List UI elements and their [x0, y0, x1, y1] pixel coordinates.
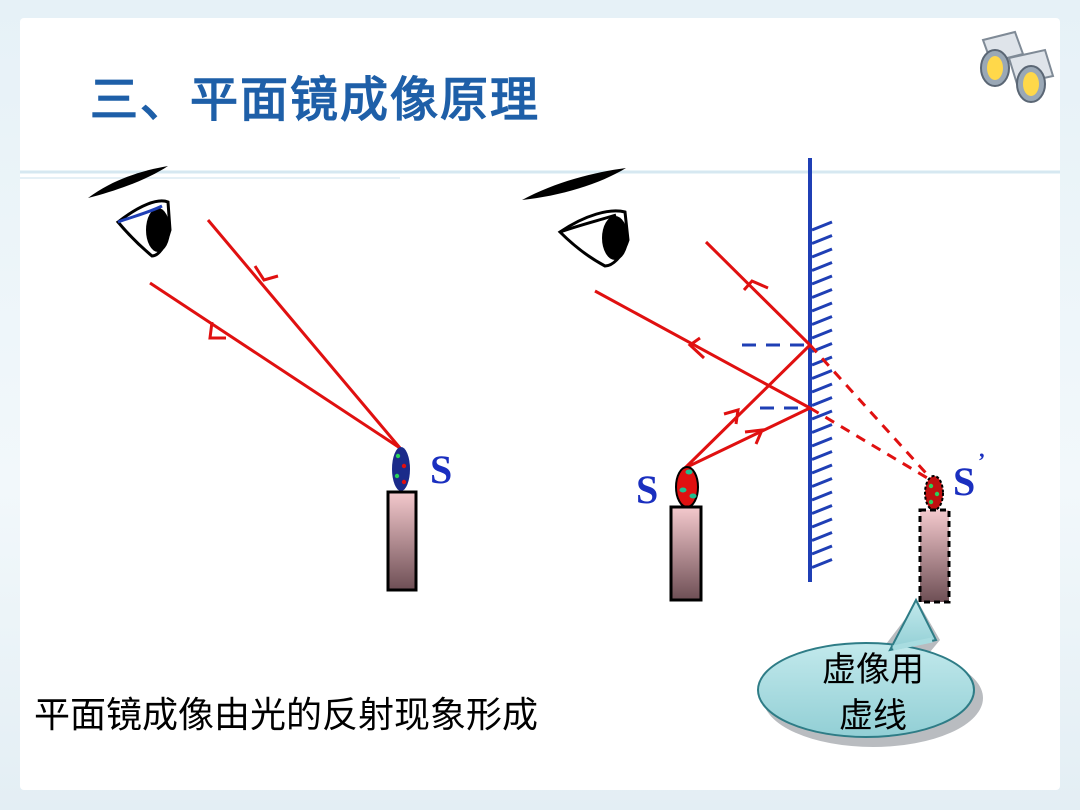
callout-line-1: 虚像用 — [822, 650, 924, 690]
callout-line-2: 虚线 — [839, 696, 907, 736]
right-candle-icon — [669, 466, 703, 602]
mirror-hatch-mark — [811, 558, 833, 569]
mirror-hatch-mark — [811, 220, 833, 232]
mirror-hatch-mark — [811, 274, 833, 286]
virtual-image-candle-icon — [918, 475, 951, 604]
binoculars-icon — [980, 30, 1055, 103]
mirror-hatch-mark — [811, 247, 833, 259]
mirror-hatch-mark — [811, 288, 833, 299]
image-label-prime: ’ — [978, 448, 986, 473]
mirror-hatch-mark — [811, 477, 833, 488]
right-eye-icon — [522, 168, 630, 268]
mirror-hatch-mark — [811, 261, 833, 272]
mirror-hatch-mark — [811, 409, 833, 421]
virtual-rays — [808, 343, 936, 484]
mirror-hatch-mark — [811, 369, 833, 380]
normal-lines — [742, 343, 810, 410]
mirror-hatch-mark — [811, 234, 833, 245]
mirror-hatch-mark — [811, 382, 833, 394]
mirror-hatch-mark — [811, 423, 833, 434]
mirror-hatch-mark — [811, 355, 833, 367]
mirror-hatch-mark — [811, 517, 833, 529]
mirror-hatch-mark — [811, 315, 833, 326]
mirror-hatch-mark — [811, 450, 833, 461]
source-label-left: S — [430, 447, 453, 492]
decor-lines — [20, 170, 1060, 179]
left-candle-icon — [386, 447, 418, 592]
slide-title: 三、平面镜成像原理 — [90, 72, 541, 128]
callout-text: 虚像用 虚线 — [788, 647, 958, 739]
mirror-hatch-mark — [811, 301, 833, 313]
image-label: S — [953, 459, 976, 504]
mirror-hatch-mark — [811, 463, 833, 475]
slide-caption: 平面镜成像由光的反射现象形成 — [34, 695, 539, 736]
mirror-hatch-mark — [811, 531, 833, 542]
mirror-hatching — [811, 220, 833, 569]
left-rays — [149, 219, 402, 450]
mirror-hatch-mark — [811, 544, 833, 556]
mirror-hatch-mark — [811, 490, 833, 502]
right-rays — [594, 240, 812, 470]
left-eye-icon — [88, 166, 172, 258]
mirror-hatch-mark — [811, 328, 833, 340]
mirror-hatch-mark — [811, 504, 833, 515]
callout-bubble — [757, 597, 983, 747]
source-label-right: S — [636, 467, 659, 512]
mirror-hatch-mark — [811, 436, 833, 448]
mirror-hatch-mark — [811, 396, 833, 407]
